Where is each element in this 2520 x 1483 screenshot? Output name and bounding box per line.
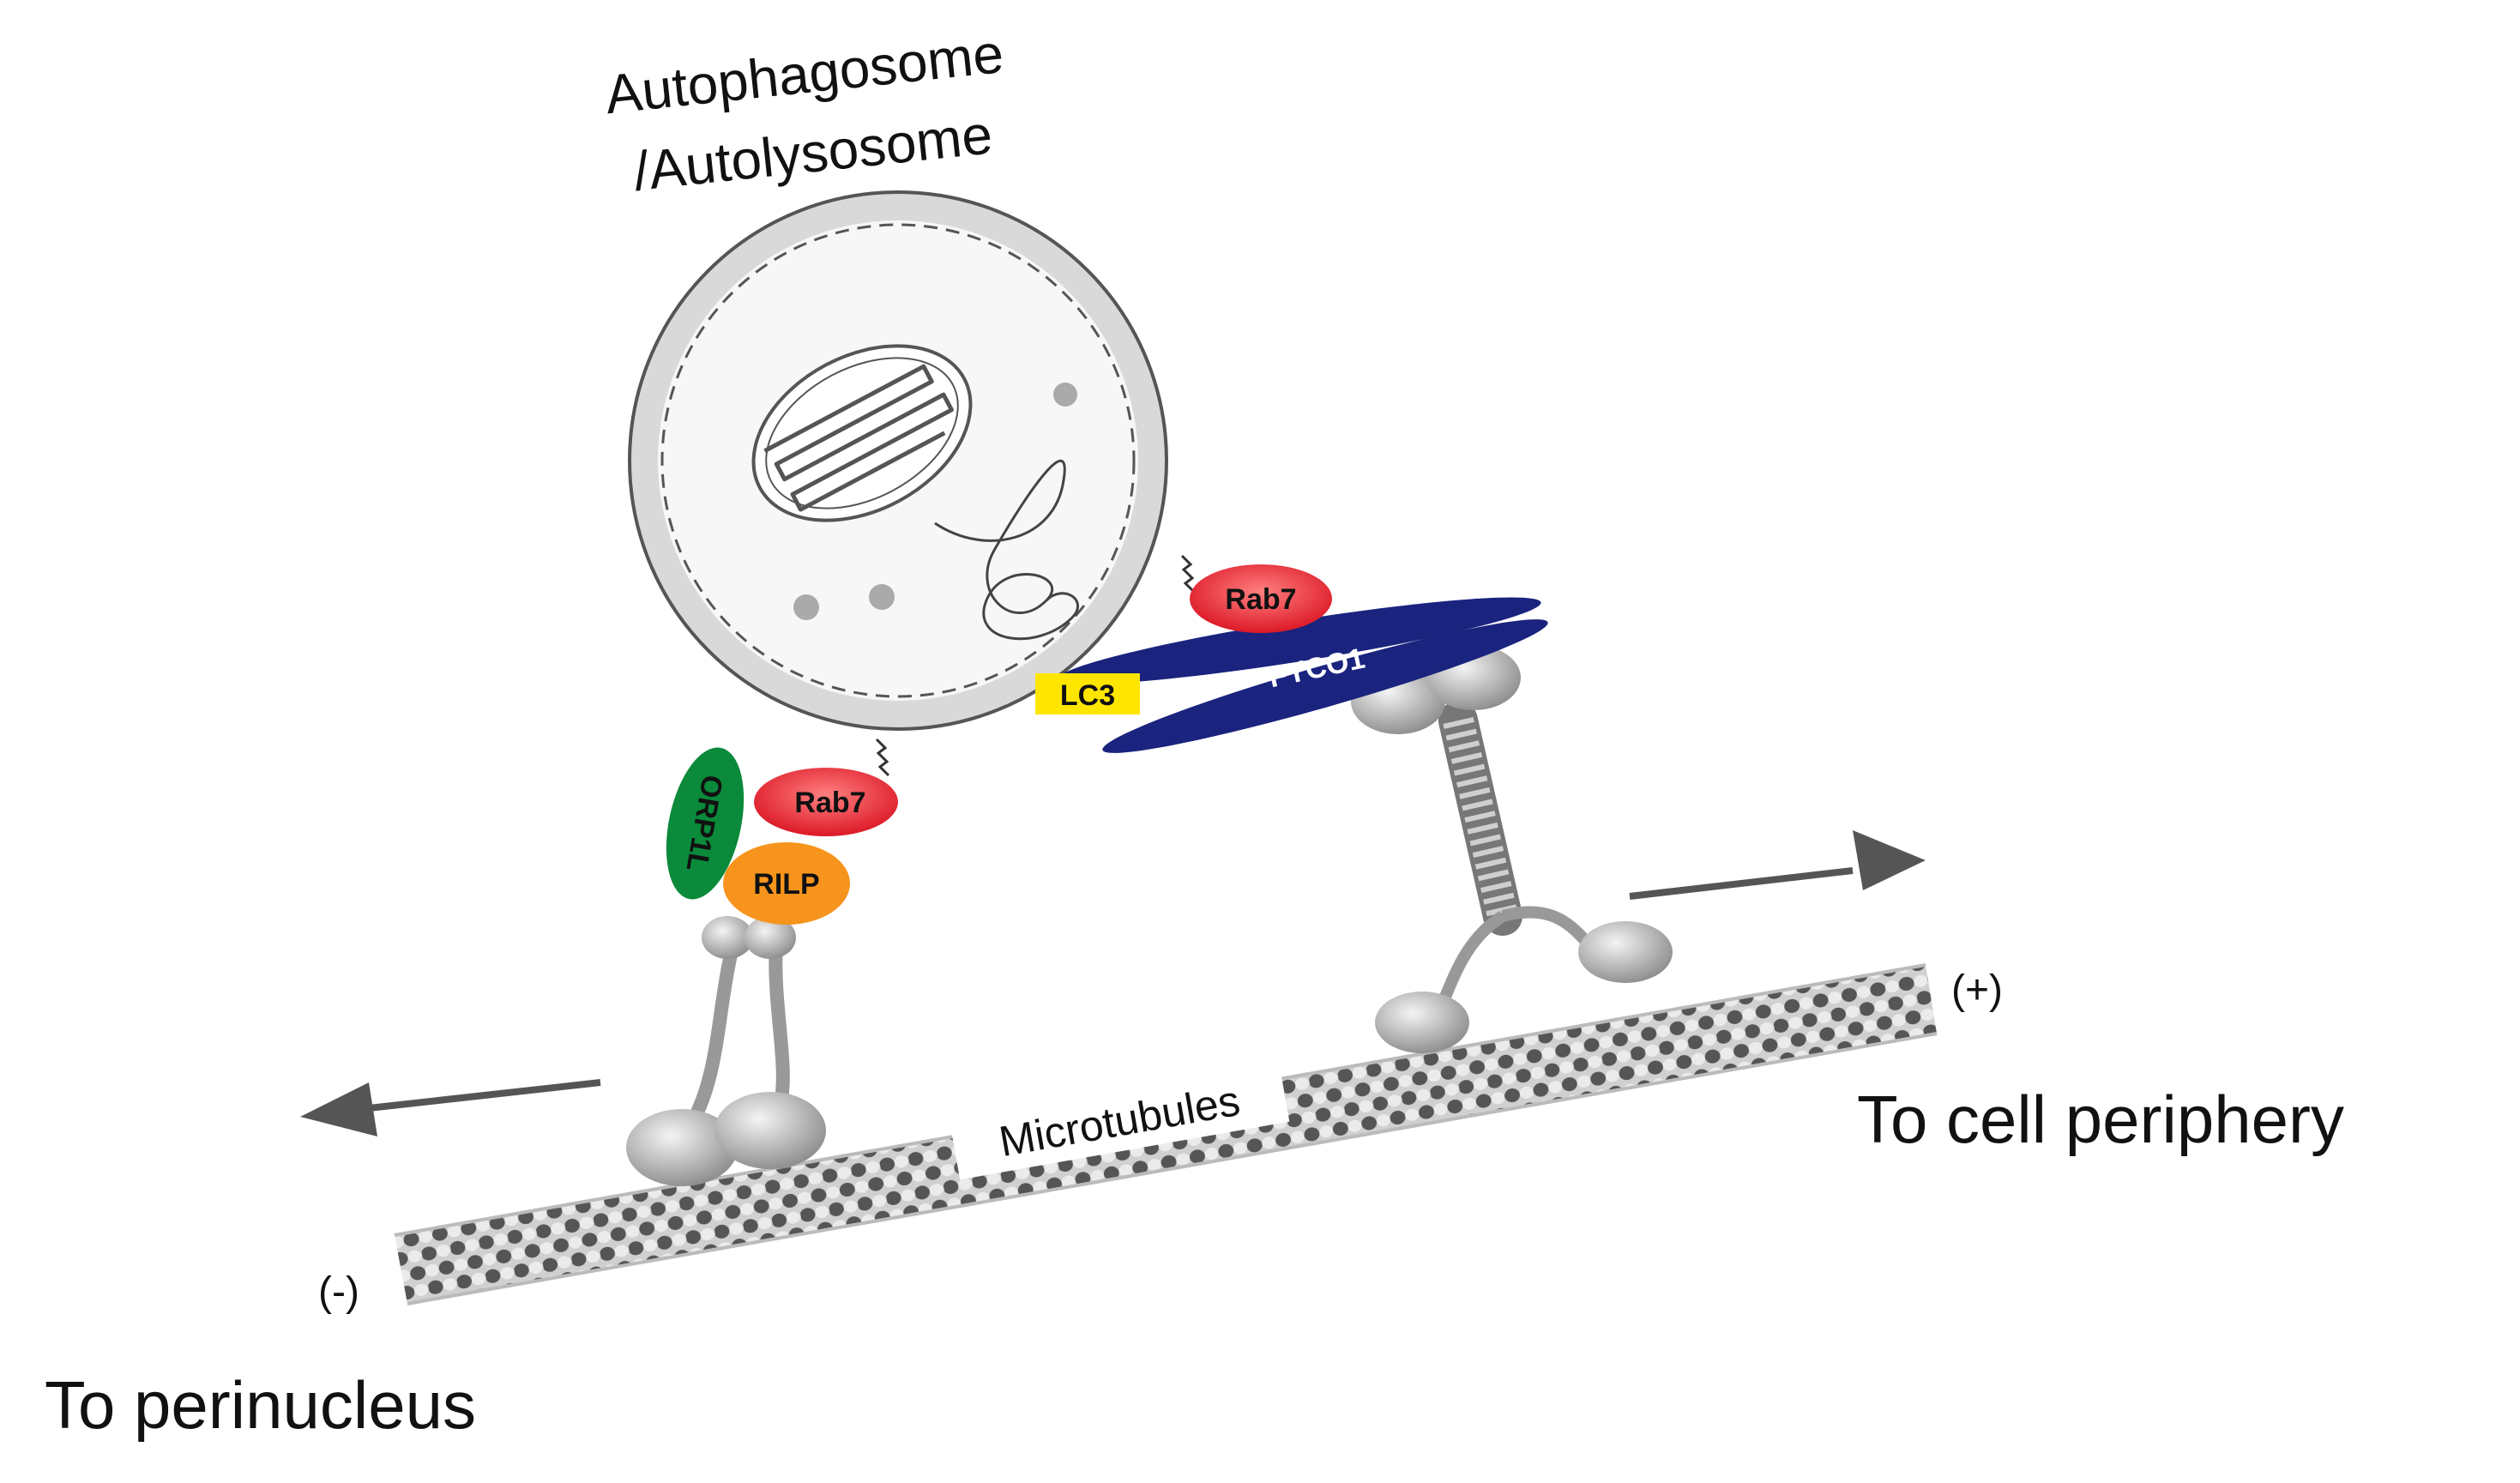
autophagosome xyxy=(628,190,1168,731)
kinesin-coil xyxy=(1438,701,1522,936)
lc3: LC3 xyxy=(1035,673,1140,714)
vesicle-title-line2: /Autolysosome xyxy=(630,103,995,202)
cargo-dot xyxy=(869,584,895,610)
plus-end-label: (+) xyxy=(1951,968,2003,1013)
to-perinucleus-label: To perinucleus xyxy=(45,1367,476,1443)
rab7-anchor xyxy=(875,738,890,777)
arrow-to-periphery xyxy=(1629,830,1926,900)
kinesin-head xyxy=(1375,992,1469,1053)
dynein-head xyxy=(714,1092,826,1169)
rab7-left-label: Rab7 xyxy=(794,787,865,819)
dynein-tail-domain xyxy=(702,916,753,959)
microtubules-label-bg xyxy=(949,1060,1290,1180)
rab7-anchor xyxy=(1180,554,1196,594)
mitochondrion-icon xyxy=(751,344,973,522)
orp1l: ORP1L xyxy=(666,747,745,900)
cargo-dot xyxy=(793,594,819,620)
cargo-dot xyxy=(1053,383,1077,407)
rilp: RILP xyxy=(723,842,850,925)
dynein-tail-domain xyxy=(745,916,796,959)
to-cell-periphery-label: To cell periphery xyxy=(1857,1082,2344,1157)
kinesin-head xyxy=(1578,921,1673,983)
kinesin-motor xyxy=(1351,645,1673,1053)
arrow-to-perinucleus xyxy=(300,1079,601,1136)
rilp-label: RILP xyxy=(753,868,819,901)
dynein-motor xyxy=(626,916,826,1186)
protein-aggregate-icon xyxy=(934,459,1079,641)
lc3-label: LC3 xyxy=(1060,679,1115,712)
rab7-right-label: Rab7 xyxy=(1225,583,1296,616)
rab7-right: Rab7 xyxy=(1190,564,1332,633)
microtubule: Microtubules xyxy=(394,963,1938,1305)
dynein-head xyxy=(626,1109,738,1186)
rab7-left: Rab7 xyxy=(754,768,898,836)
fyco1: FYCO1 xyxy=(1058,597,1548,753)
minus-end-label: (-) xyxy=(318,1269,359,1315)
